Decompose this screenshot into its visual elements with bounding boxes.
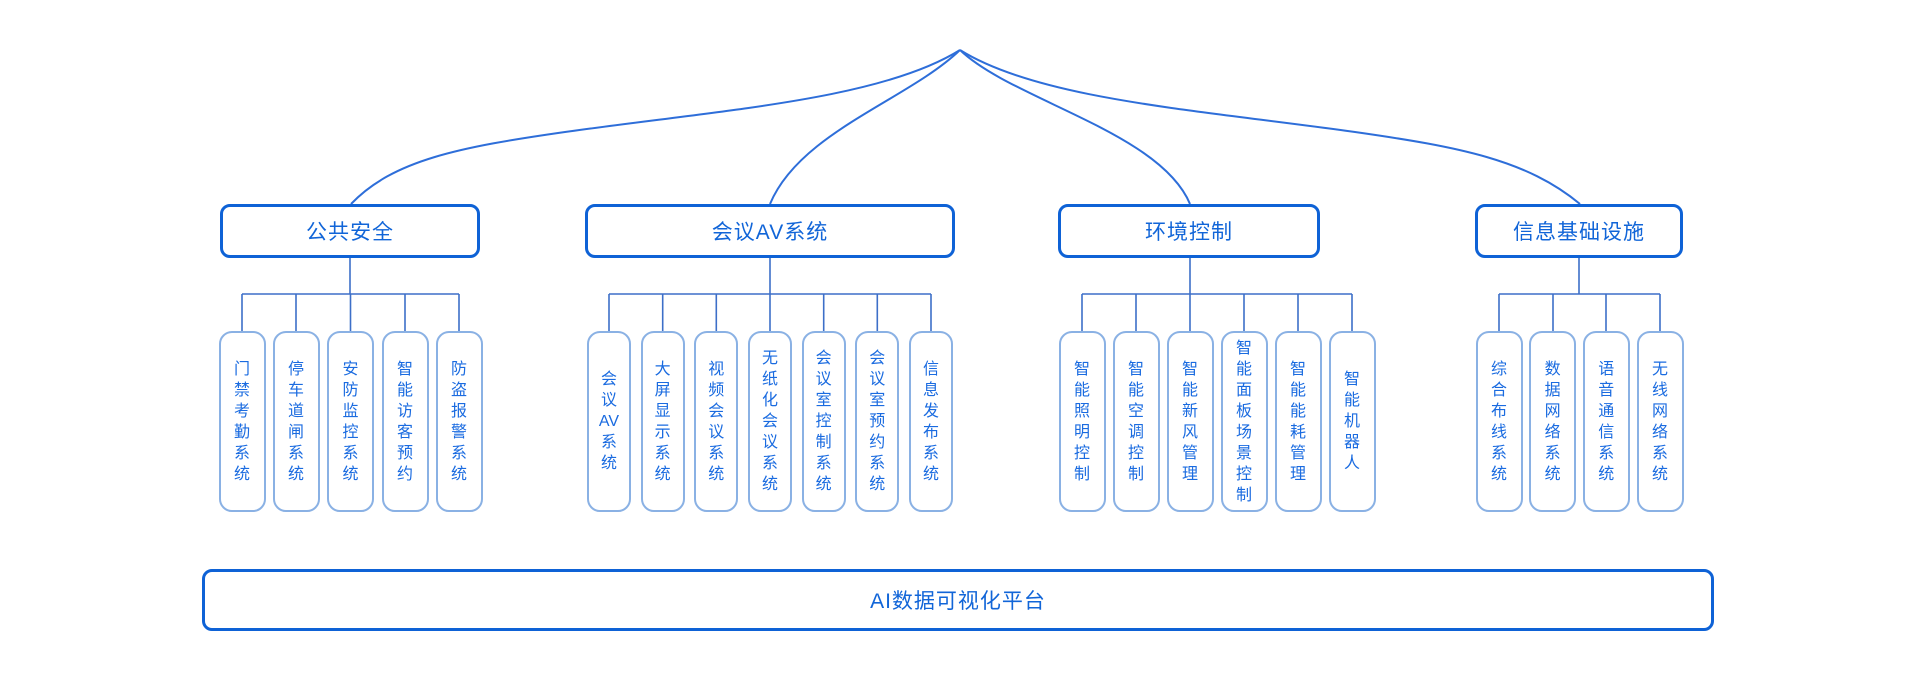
- child-label: 信息发布系统: [922, 360, 939, 483]
- child-label: 智能访客预约: [396, 360, 413, 483]
- child-node-video-conference: 视频会议系统: [694, 331, 739, 512]
- category-box-info-infrastructure: 信息基础设施: [1475, 204, 1683, 258]
- child-label: 智能面板场景控制: [1235, 339, 1252, 504]
- child-node-paperless-conference: 无纸化会议系统: [748, 331, 792, 512]
- child-label: 安防监控系统: [342, 360, 359, 483]
- child-label: 智能机器人: [1343, 371, 1360, 472]
- child-label: 视频会议系统: [708, 360, 725, 483]
- child-label: 语音通信系统: [1598, 360, 1615, 483]
- child-label: 门禁考勤系统: [233, 360, 250, 483]
- child-node-voice-communication: 语音通信系统: [1582, 331, 1630, 512]
- tree-public-safety: [241, 258, 460, 331]
- child-node-wireless-network: 无线网络系统: [1636, 331, 1684, 512]
- child-label: 防盗报警系统: [450, 360, 467, 483]
- category-box-environment-control: 环境控制: [1058, 204, 1320, 258]
- child-label: 智能新风管理: [1181, 360, 1198, 483]
- category-box-av-system: 会议AV系统: [585, 204, 955, 258]
- child-node-parking-barrier: 停车道闸系统: [272, 331, 320, 512]
- child-node-smart-robot: 智能机器人: [1328, 331, 1376, 512]
- tree-environment-control: [1081, 258, 1353, 331]
- curve-to-public-safety: [350, 49, 961, 205]
- child-node-large-screen-display: 大屏显示系统: [640, 331, 685, 512]
- apex-curves: [350, 49, 1581, 205]
- child-node-conference-room-control: 会议室控制系统: [801, 331, 846, 512]
- child-label: 会议室预约系统: [869, 350, 886, 493]
- ai-platform-label: AI数据可视化平台: [870, 590, 1046, 613]
- child-label: 智能照明控制: [1073, 360, 1090, 483]
- category-title-public-safety: 公共安全: [306, 221, 394, 244]
- child-label: 智能能耗管理: [1289, 360, 1306, 483]
- child-node-visitor-reservation: 智能访客预约: [381, 331, 429, 512]
- child-node-structured-cabling: 综合布线系统: [1475, 331, 1523, 512]
- category-title-environment-control: 环境控制: [1145, 221, 1233, 244]
- child-node-fresh-air: 智能新风管理: [1166, 331, 1214, 512]
- child-node-energy-management: 智能能耗管理: [1274, 331, 1322, 512]
- category-box-public-safety: 公共安全: [220, 204, 480, 258]
- child-label: 无纸化会议系统: [761, 350, 778, 493]
- category-title-info-infrastructure: 信息基础设施: [1513, 221, 1645, 244]
- child-node-burglar-alarm: 防盗报警系统: [435, 331, 483, 512]
- child-label: 智能空调控制: [1127, 360, 1144, 483]
- child-label: 停车道闸系统: [287, 360, 304, 483]
- child-node-smart-panel-scene: 智能面板场景控制: [1220, 331, 1268, 512]
- curve-to-av-system: [769, 49, 961, 205]
- tree-connectors: [241, 258, 1661, 331]
- child-label: 数据网络系统: [1544, 360, 1561, 483]
- child-node-data-network: 数据网络系统: [1529, 331, 1577, 512]
- child-label: 无线网络系统: [1651, 360, 1668, 483]
- child-node-smart-lighting: 智能照明控制: [1058, 331, 1106, 512]
- curve-to-environment-control: [959, 49, 1191, 205]
- child-label: 大屏显示系统: [654, 360, 671, 483]
- curve-to-info-infrastructure: [959, 49, 1581, 205]
- tree-av-system: [608, 258, 932, 331]
- child-node-conference-room-booking: 会议室预约系统: [855, 331, 900, 512]
- child-node-access-control: 门禁考勤系统: [218, 331, 266, 512]
- child-label: 综合布线系统: [1490, 360, 1507, 483]
- ai-platform-bar: AI数据可视化平台: [202, 569, 1714, 631]
- child-node-info-publishing: 信息发布系统: [909, 331, 953, 512]
- tree-info-infrastructure: [1498, 258, 1661, 331]
- category-title-av-system: 会议AV系统: [711, 221, 829, 244]
- child-node-smart-ac: 智能空调控制: [1112, 331, 1160, 512]
- child-node-security-monitoring: 安防监控系统: [327, 331, 374, 512]
- child-label: 会议室控制系统: [815, 350, 832, 493]
